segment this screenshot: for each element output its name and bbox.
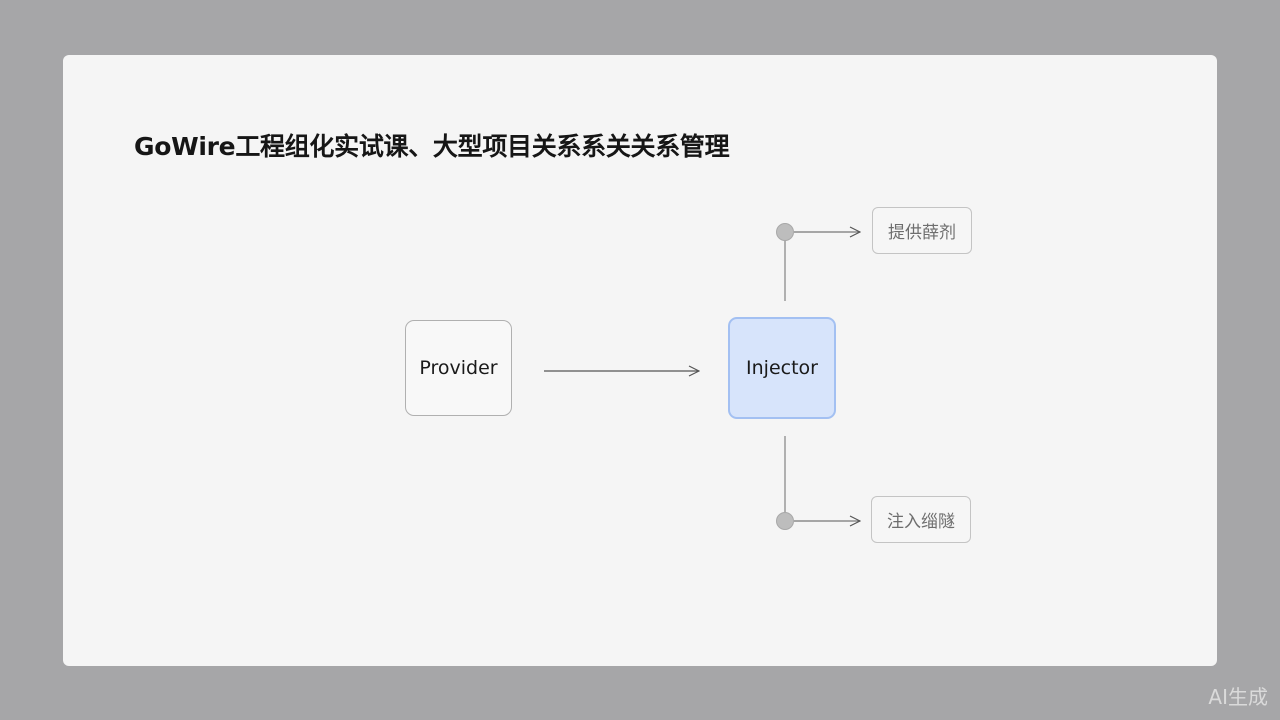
bottom-junction-dot — [776, 512, 794, 530]
injector-node: Injector — [728, 317, 836, 419]
top-junction-dot — [776, 223, 794, 241]
provider-label: Provider — [419, 357, 498, 379]
provider-node: Provider — [405, 320, 512, 416]
injector-label: Injector — [746, 357, 818, 379]
provide-dependency-tag: 提供薛剂 — [872, 207, 972, 254]
inject-dependency-tag: 注入缁隧 — [871, 496, 971, 543]
diagram-card: GoWire工程组化实试课、大型项目关系系关关系管理 Provider Inje… — [63, 55, 1217, 666]
provide-dependency-label: 提供薛剂 — [888, 223, 956, 243]
page-title: GoWire工程组化实试课、大型项目关系系关关系管理 — [134, 132, 730, 161]
ai-generated-watermark: AI生成 — [1208, 685, 1268, 709]
diagram-connectors — [544, 223, 1217, 530]
inject-dependency-label: 注入缁隧 — [887, 512, 955, 532]
